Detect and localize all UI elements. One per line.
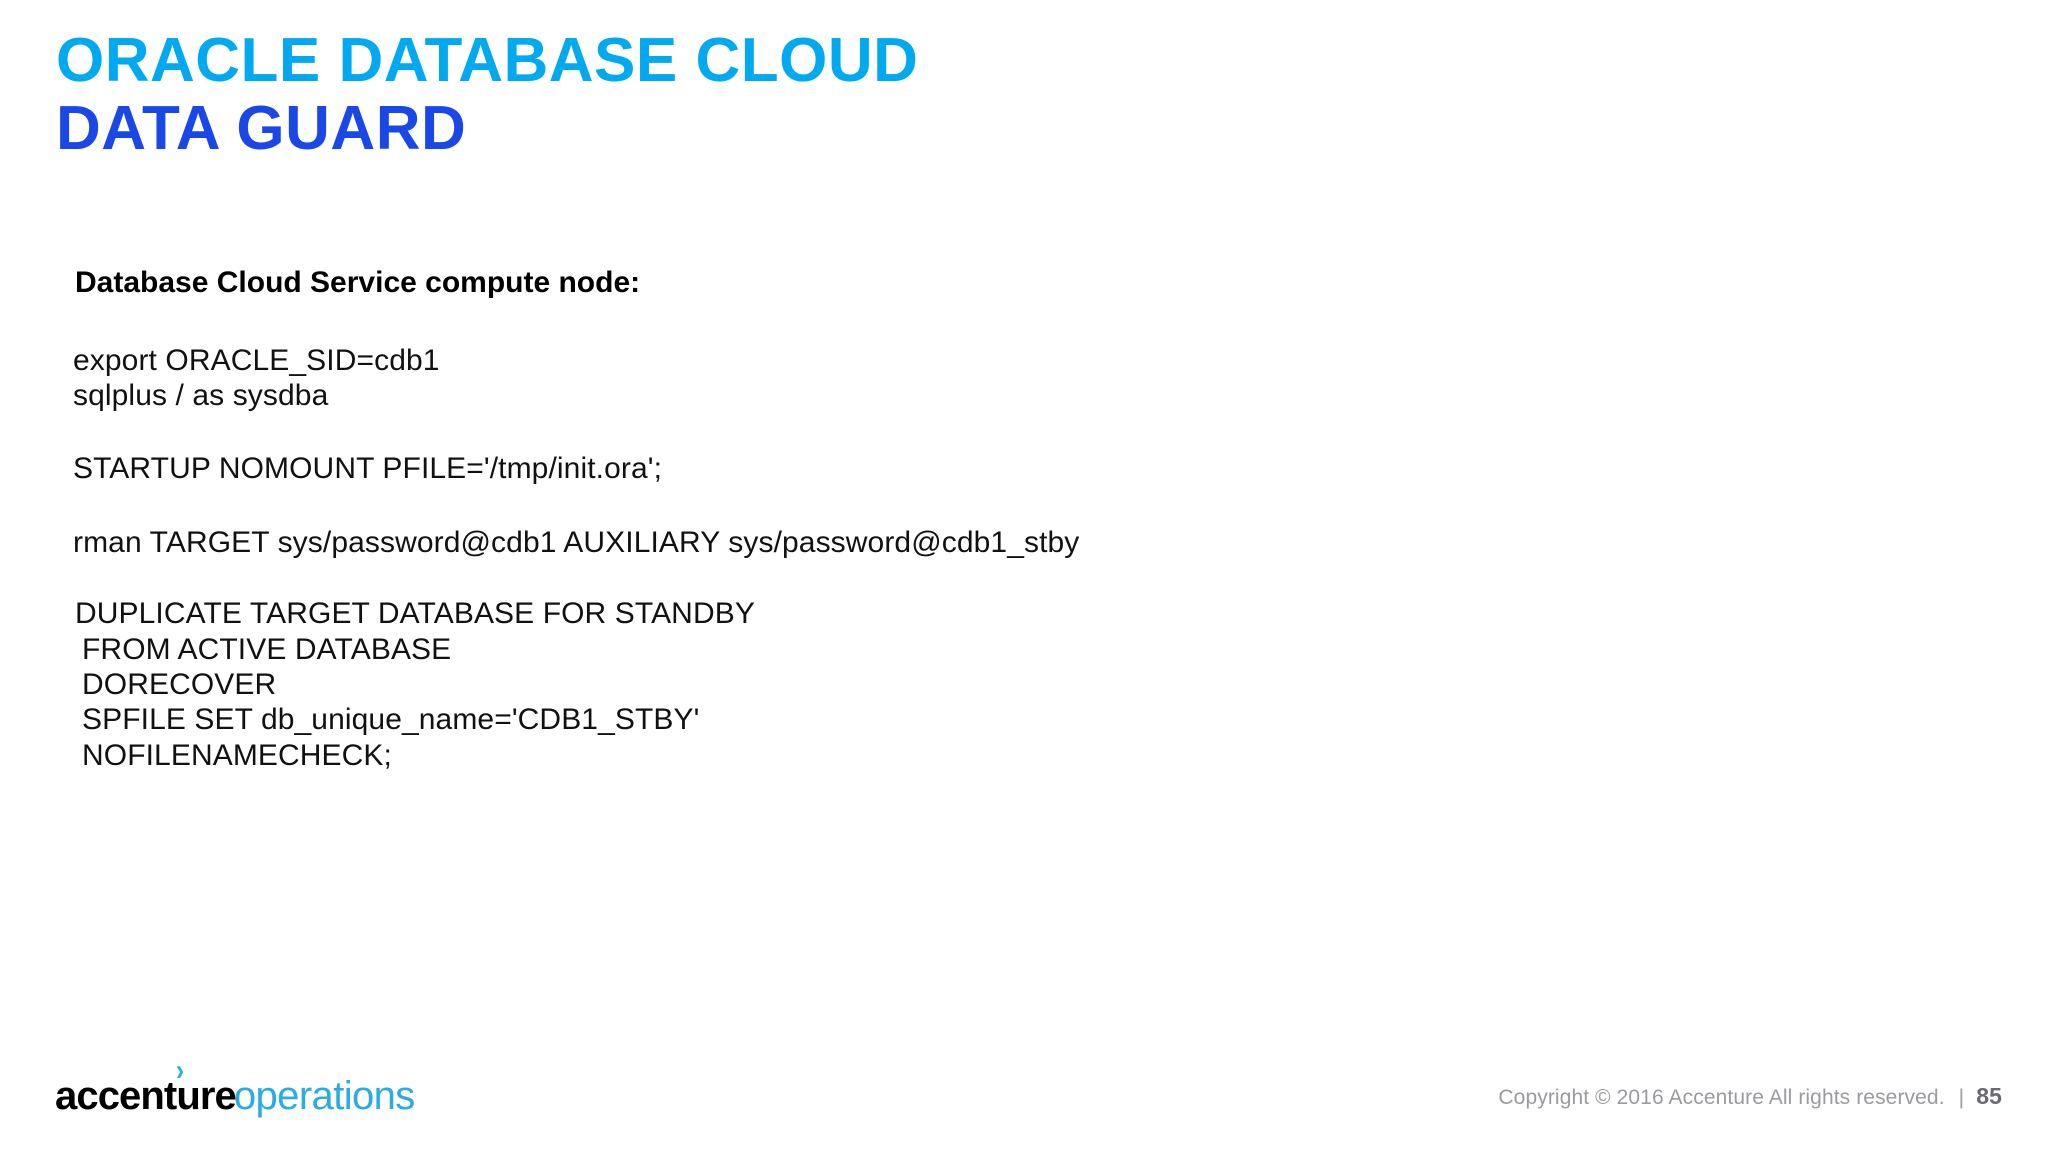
code-line-startup-nomount: STARTUP NOMOUNT PFILE='/tmp/init.ora'; (73, 452, 663, 486)
code-group-duplicate: DUPLICATE TARGET DATABASE FOR STANDBY FR… (73, 596, 1673, 773)
accenture-operations-logo: accenture › operations (55, 1054, 415, 1118)
slide-title-line-1: ORACLE DATABASE CLOUD (56, 26, 919, 95)
code-line-rman-target: rman TARGET sys/password@cdb1 AUXILIARY … (73, 525, 1080, 559)
logo-brand-text: accenture (55, 1074, 237, 1118)
greater-than-arrow-icon: › (175, 1053, 185, 1088)
code-line-duplicate-target: DUPLICATE TARGET DATABASE FOR STANDBY (75, 597, 755, 631)
slide-title-line-2: DATA GUARD (56, 94, 467, 163)
code-group-startup: STARTUP NOMOUNT PFILE='/tmp/init.ora'; (73, 451, 1673, 486)
code-line-nofilenamecheck: NOFILENAMECHECK; (82, 738, 392, 772)
slide-footer: accenture › operations Copyright © 2016 … (0, 1022, 2048, 1152)
logo-wordmark: accenture › (55, 1054, 237, 1118)
slide-title: ORACLE DATABASE CLOUD DATA GUARD (56, 30, 918, 160)
page-number: 85 (1976, 1083, 2002, 1109)
code-line-sqlplus: sqlplus / as sysdba (73, 378, 329, 412)
code-group-environment: export ORACLE_SID=cdb1 sqlplus / as sysd… (73, 343, 1673, 414)
code-line-from-active: FROM ACTIVE DATABASE (82, 632, 452, 666)
body-heading: Database Cloud Service compute node: (75, 266, 641, 299)
copyright-text: Copyright © 2016 Accenture All rights re… (1498, 1086, 1945, 1109)
logo-suffix-text: operations (233, 1074, 415, 1118)
footer-separator: | (1958, 1086, 1965, 1109)
code-line-export-sid: export ORACLE_SID=cdb1 (73, 343, 440, 377)
code-group-rman-connect: rman TARGET sys/password@cdb1 AUXILIARY … (73, 525, 1673, 560)
code-line-spfile-set: SPFILE SET db_unique_name='CDB1_STBY' (82, 703, 700, 737)
footer-copyright: Copyright © 2016 Accenture All rights re… (1498, 1083, 2002, 1110)
slide-body: Database Cloud Service compute node: exp… (73, 262, 1673, 773)
code-line-dorecover: DORECOVER (82, 667, 277, 701)
